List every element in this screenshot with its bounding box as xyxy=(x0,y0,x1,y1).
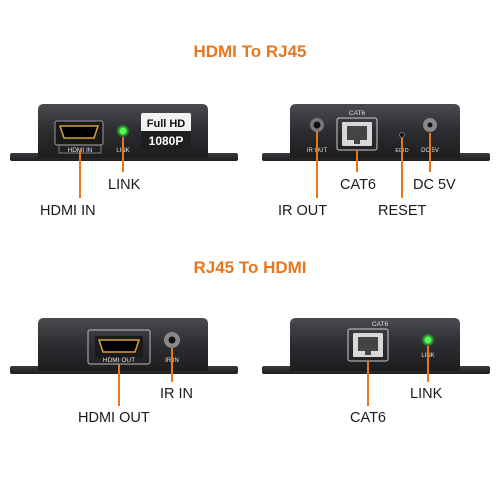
callout-hdmi-in: HDMI IN xyxy=(40,203,96,219)
callout-ir-in: IR IN xyxy=(160,386,194,402)
badge-line1: Full HD xyxy=(147,118,186,130)
section-title-rj45-to-hdmi: RJ45 To HDMI xyxy=(193,258,307,277)
cat6-port-label: CAT6 xyxy=(349,110,366,117)
rx-front-device: HDMI OUT IR IN xyxy=(10,318,238,406)
link-led-icon xyxy=(425,337,431,343)
callout-cat6: CAT6 xyxy=(340,177,376,193)
callout-hdmi-out: HDMI OUT xyxy=(78,410,150,426)
tx-back-device: IR OUT CAT6 EDID DC 5V xyxy=(262,104,490,198)
callout-ir-out: IR OUT xyxy=(278,203,328,219)
hdmi-connector-icon xyxy=(58,125,100,139)
hdmi-connector-icon xyxy=(97,339,141,353)
section-title-hdmi-to-rj45: HDMI To RJ45 xyxy=(193,42,307,61)
callout-link-rx: LINK xyxy=(410,386,443,402)
link-led-icon xyxy=(120,128,126,134)
reset-button-icon xyxy=(399,132,405,138)
cat6-port-label: CAT6 xyxy=(372,321,389,328)
tx-front-device: HDMI IN LINK Full HD 1080P xyxy=(10,104,238,198)
callout-link: LINK xyxy=(108,177,141,193)
device-body xyxy=(290,104,460,158)
callout-reset: RESET xyxy=(378,203,427,219)
hdmi-out-port-label: HDMI OUT xyxy=(103,357,135,364)
badge-line2: 1080P xyxy=(149,134,184,148)
callout-cat6-rx: CAT6 xyxy=(350,410,386,426)
rx-back-device: CAT6 LINK xyxy=(262,318,490,406)
callout-dc-5v: DC 5V xyxy=(413,177,456,193)
